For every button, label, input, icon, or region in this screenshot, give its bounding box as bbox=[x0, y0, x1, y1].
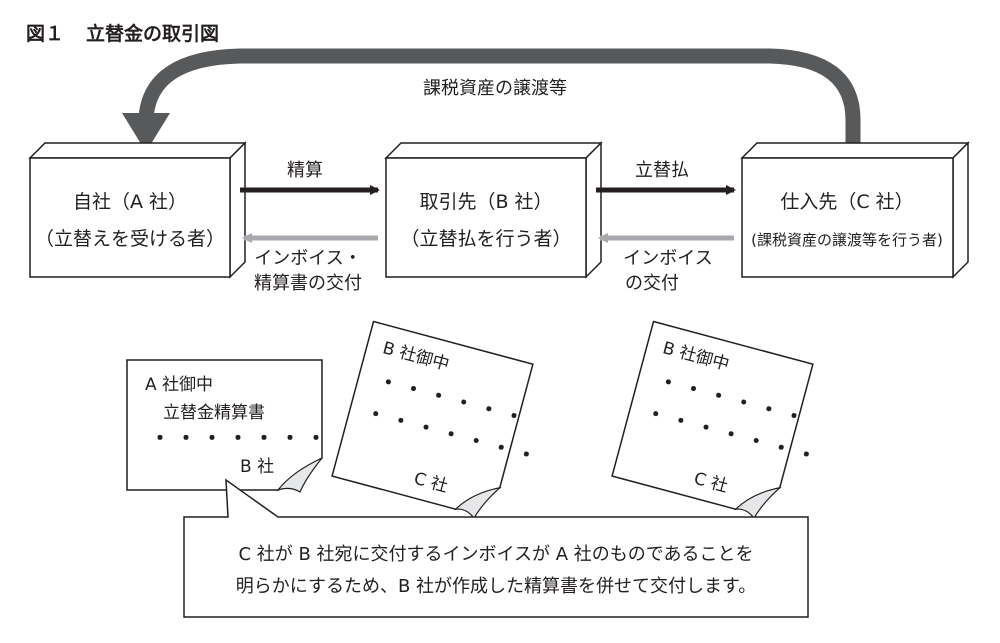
box-company-a: 自社（A 社） （立替えを受ける者） bbox=[28, 141, 247, 279]
callout-line-1: C 社が B 社宛に交付するインボイスが A 社のものであることを bbox=[238, 544, 753, 565]
doc1-signer: B 社 bbox=[240, 457, 274, 477]
explanation-callout: C 社が B 社宛に交付するインボイスが A 社のものであることを 明らかにする… bbox=[183, 478, 809, 618]
box-a-title: 自社（A 社） bbox=[73, 191, 187, 213]
figure-number: 図１ bbox=[26, 23, 64, 45]
invoice-label-1: インボイス bbox=[623, 248, 712, 269]
box-a-subtitle: （立替えを受ける者） bbox=[35, 228, 225, 250]
advance-payment-label: 立替払 bbox=[635, 160, 689, 181]
invoice-document-2: B 社御中 ・・・・・・ ・・・・・・・ C 社 bbox=[611, 320, 825, 520]
figure-title: 立替金の取引図 bbox=[86, 22, 219, 45]
invoice-settlement-label-1: インボイス・ bbox=[254, 248, 361, 269]
invoice-document-1: B 社御中 ・・・・・・ ・・・・・・・ C 社 bbox=[331, 320, 545, 520]
box-b-title: 取引先（B 社） bbox=[419, 191, 552, 213]
top-arrow-label: 課税資産の譲渡等 bbox=[423, 78, 567, 99]
doc1-addressee: A 社御中 bbox=[145, 375, 213, 395]
transfer-curved-arrow bbox=[122, 48, 861, 152]
box-company-c: 仕入先（C 社） (課税資産の譲渡等を行う者) bbox=[740, 141, 970, 279]
settlement-label: 精算 bbox=[287, 160, 323, 181]
doc1-dots: ・・・・・・・ bbox=[150, 426, 332, 450]
callout-line-2: 明らかにするため、B 社が作成した精算書を併せて交付します。 bbox=[236, 576, 756, 597]
invoice-settlement-label-2: 精算書の交付 bbox=[254, 273, 362, 294]
box-b-subtitle: （立替払を行う者） bbox=[400, 228, 571, 250]
box-c-title: 仕入先（C 社） bbox=[780, 191, 913, 213]
settlement-statement-document: A 社御中 立替金精算書 ・・・・・・・ B 社 bbox=[126, 359, 332, 493]
box-company-b: 取引先（B 社） （立替払を行う者） bbox=[384, 141, 603, 279]
invoice-label-2: の交付 bbox=[625, 273, 679, 294]
doc1-title: 立替金精算書 bbox=[163, 403, 265, 423]
box-c-subtitle: (課税資産の譲渡等を行う者) bbox=[751, 231, 943, 249]
